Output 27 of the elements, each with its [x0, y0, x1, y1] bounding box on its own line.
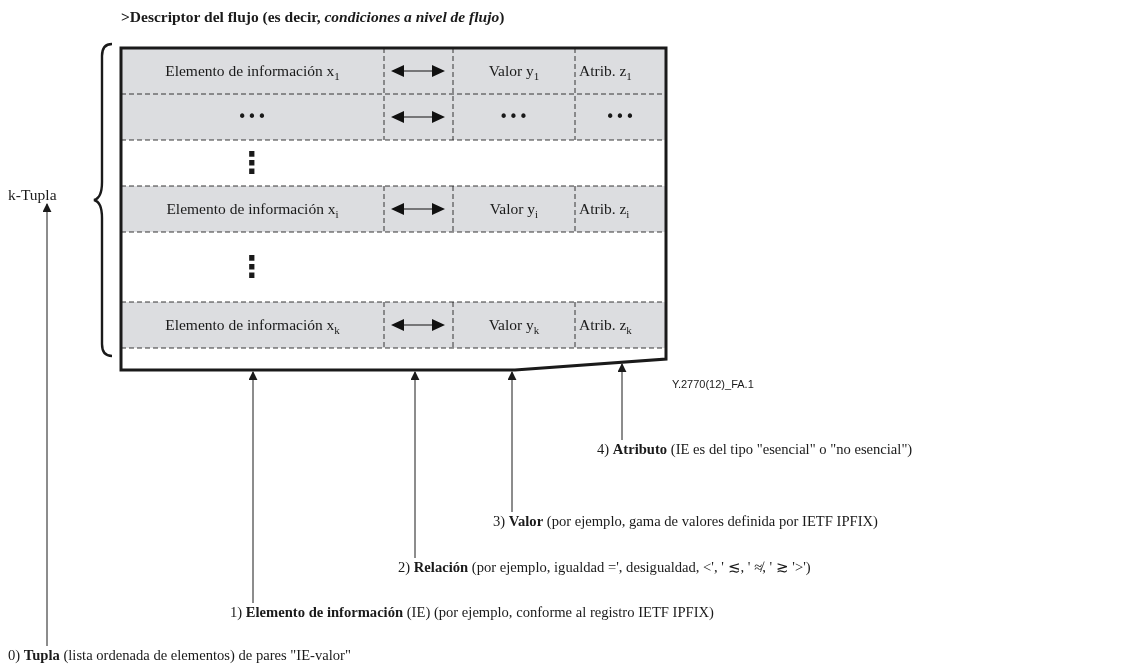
- cell-text: Atrib. z$_{i}$: [579, 200, 630, 218]
- annotation-text: 1) Elemento de información (IE) (por ejemplo, conforme al registro IETF IPFIX): [230, 603, 714, 621]
- cell-text: Elemento de información x$_{i}$: [166, 200, 339, 218]
- leader-arrow: [507, 371, 517, 513]
- annotation-text: k-Tupla: [8, 186, 57, 204]
- table-heading: >Descriptor del flujo (es decir, condiciones a nivel de flujo): [121, 8, 505, 26]
- vertical-ellipsis: ⋮: [237, 146, 267, 180]
- cell-text: Atrib. z$_{1}$: [579, 62, 632, 80]
- annotation-text: 3) Valor (por ejemplo, gama de valores definida por IETF IPFIX): [493, 512, 878, 530]
- ellipsis: •••: [605, 108, 636, 126]
- cell-text: Valor y$_{i}$: [489, 200, 539, 218]
- annotation-text: 4) Atributo (IE es del tipo "esencial" o "no esencial"): [597, 440, 913, 458]
- vertical-ellipsis: ⋮: [237, 250, 267, 284]
- cell-text: Atrib. z$_{k}$: [579, 316, 632, 334]
- annotation-text: 2) Relación (por ejemplo, igualdad =', desigualdad, <', ' ≲, ' ≉, ' ≳ '>'): [398, 558, 811, 576]
- leader-arrow: [248, 371, 258, 604]
- ellipsis: •••: [499, 108, 529, 126]
- leader-arrow: [42, 203, 52, 647]
- annotation-text: 0) Tupla (lista ordenada de elementos) de pares "IE-valor": [8, 646, 351, 664]
- cell-text: Valor y$_{k}$: [488, 316, 540, 334]
- figure-id: Y.2770(12)_FA.1: [672, 377, 754, 391]
- leader-arrow: [617, 363, 627, 441]
- cell-text: Elemento de información x$_{k}$: [165, 316, 340, 334]
- cell-text: Valor y$_{1}$: [488, 62, 540, 80]
- cell-text: Elemento de información x$_{1}$: [165, 62, 340, 80]
- leader-arrow: [410, 371, 420, 559]
- ellipsis: •••: [237, 108, 268, 126]
